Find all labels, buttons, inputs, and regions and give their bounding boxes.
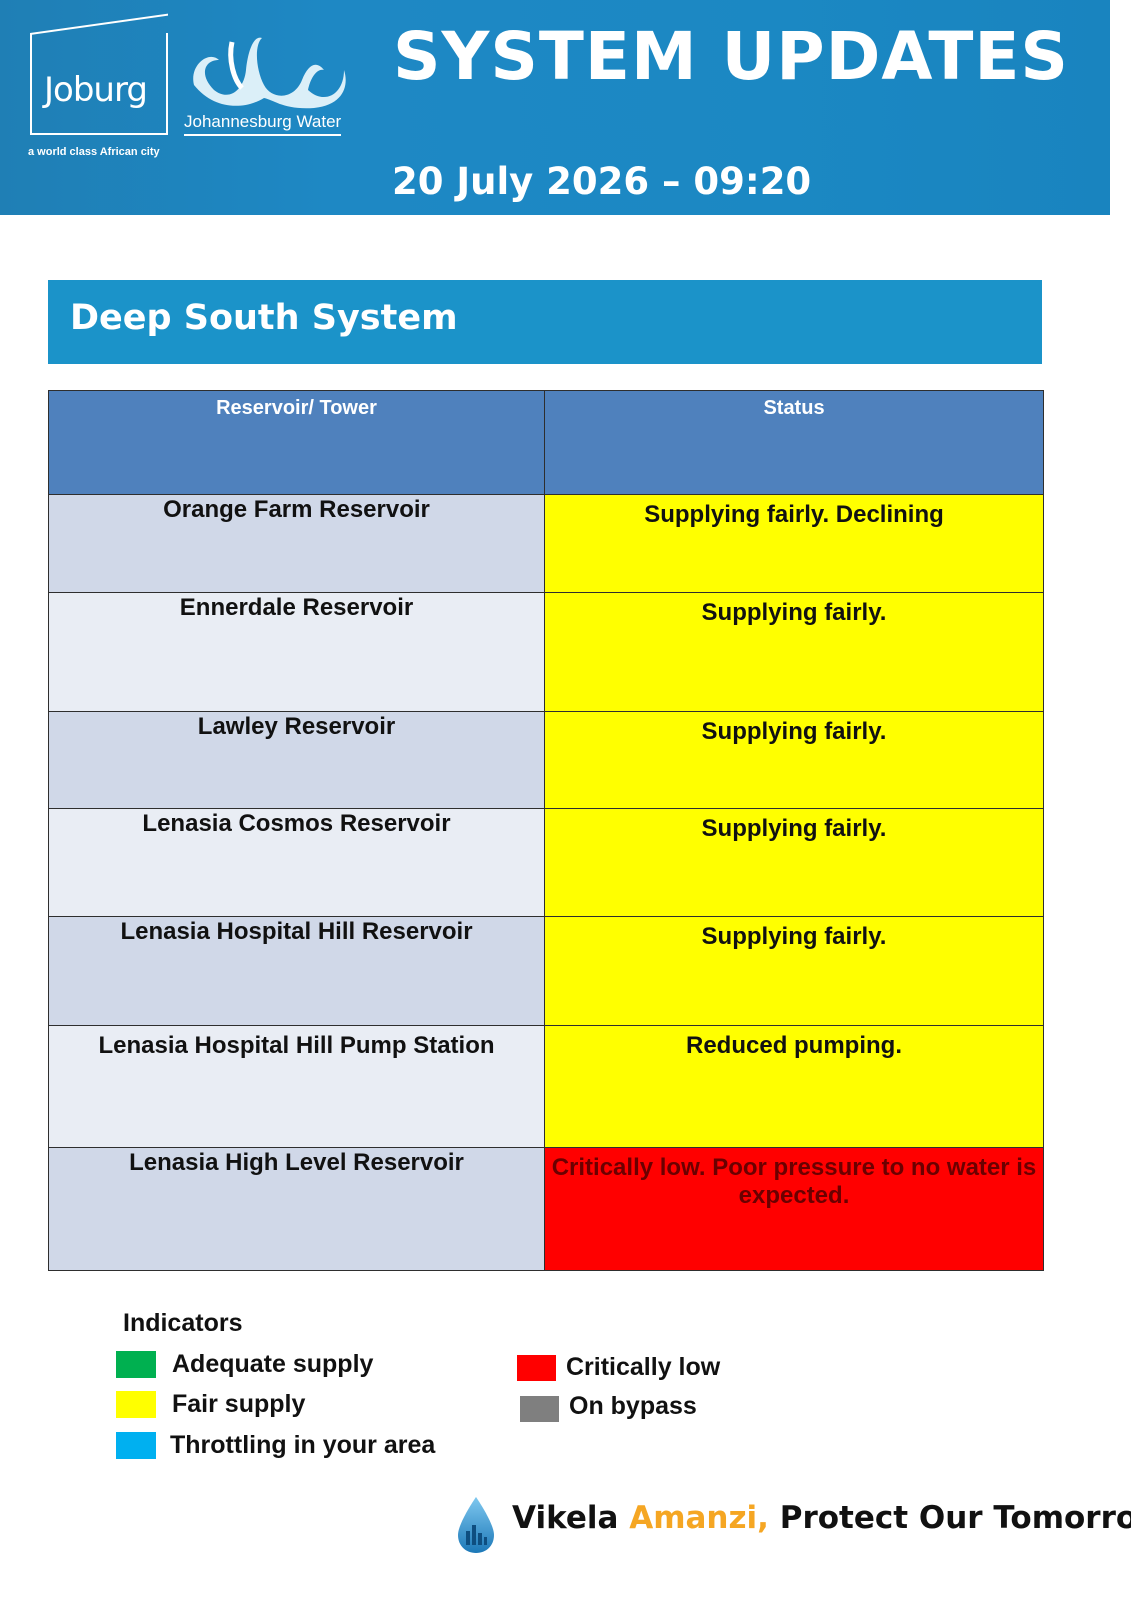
tagline: a world class African city [28,146,160,158]
reservoir-name: Lenasia Hospital Hill Pump Station [48,1025,545,1148]
reservoir-status: Reduced pumping. [544,1025,1044,1148]
update-date: 20 July 2026 – 09:20 [392,160,812,203]
reservoir-name: Lenasia High Level Reservoir [48,1147,545,1271]
water-drop-icon [458,1497,494,1553]
reservoir-name: Lenasia Hospital Hill Reservoir [48,916,545,1026]
reservoir-status: Supplying fairly. [544,916,1044,1026]
reservoir-status: Supplying fairly. Declining [544,494,1044,593]
table-row: Lenasia High Level Reservoir Critically … [48,1147,1044,1271]
column-header-reservoir: Reservoir/ Tower [48,390,545,495]
slogan-part-1: Vikela [512,1500,630,1536]
indicator-label: Adequate supply [172,1350,374,1378]
legend-swatch [116,1351,156,1378]
indicator-label: On bypass [569,1391,697,1420]
table-row: Lenasia Cosmos Reservoir Supplying fairl… [48,808,1044,917]
indicator-fair-supply: Fair supply [116,1390,305,1419]
indicator-critically-low: Critically low [517,1353,720,1382]
indicators-title: Indicators [123,1309,243,1337]
reservoir-status: Supplying fairly. [544,711,1044,809]
reservoir-name: Ennerdale Reservoir [48,592,545,712]
johannesburg-water-logo-icon [193,37,346,109]
indicator-adequate-supply: Adequate supply [116,1350,373,1379]
legend-swatch [116,1432,156,1459]
legend-swatch [520,1396,559,1422]
header-banner: Joburg a world class African city Johann… [0,0,1110,215]
slogan-part-2: Protect Our Tomorrow [768,1500,1131,1536]
table-row: Lawley Reservoir Supplying fairly. [48,711,1044,809]
indicator-label: Critically low [566,1353,721,1381]
table-row: Lenasia Hospital Hill Pump Station Reduc… [48,1025,1044,1148]
column-header-status: Status [544,390,1044,495]
johannesburg-water-logo-text: Johannesburg Water [184,112,342,136]
footer-slogan: Vikela Amanzi, Protect Our Tomorrow [512,1500,1131,1536]
reservoir-name: Orange Farm Reservoir [48,494,545,593]
page-title: SYSTEM UPDATES [393,18,1069,95]
table-row: Ennerdale Reservoir Supplying fairly. [48,592,1044,712]
reservoir-status: Supplying fairly. [544,592,1044,712]
joburg-logo-frame [30,33,168,135]
reservoir-name: Lenasia Cosmos Reservoir [48,808,545,917]
legend-swatch [116,1391,156,1418]
reservoir-status: Critically low. Poor pressure to no wate… [544,1147,1044,1271]
joburg-logo-text: Joburg [44,70,148,110]
indicator-throttling: Throttling in your area [116,1431,435,1460]
section-title: Deep South System [70,298,458,338]
table-row: Orange Farm Reservoir Supplying fairly. … [48,494,1044,593]
table-header-row: Reservoir/ Tower Status [48,390,1044,495]
table-row: Lenasia Hospital Hill Reservoir Supplyin… [48,916,1044,1026]
indicator-label: Fair supply [172,1390,306,1418]
reservoir-status-table: Reservoir/ Tower Status Orange Farm Rese… [48,390,1044,1271]
section-header: Deep South System [48,280,1042,364]
legend-swatch [517,1354,556,1381]
reservoir-status: Supplying fairly. [544,808,1044,917]
indicator-on-bypass: On bypass [520,1390,697,1422]
slogan-accent: Amanzi, [629,1500,769,1536]
reservoir-name: Lawley Reservoir [48,711,545,809]
indicator-label: Throttling in your area [170,1431,436,1459]
